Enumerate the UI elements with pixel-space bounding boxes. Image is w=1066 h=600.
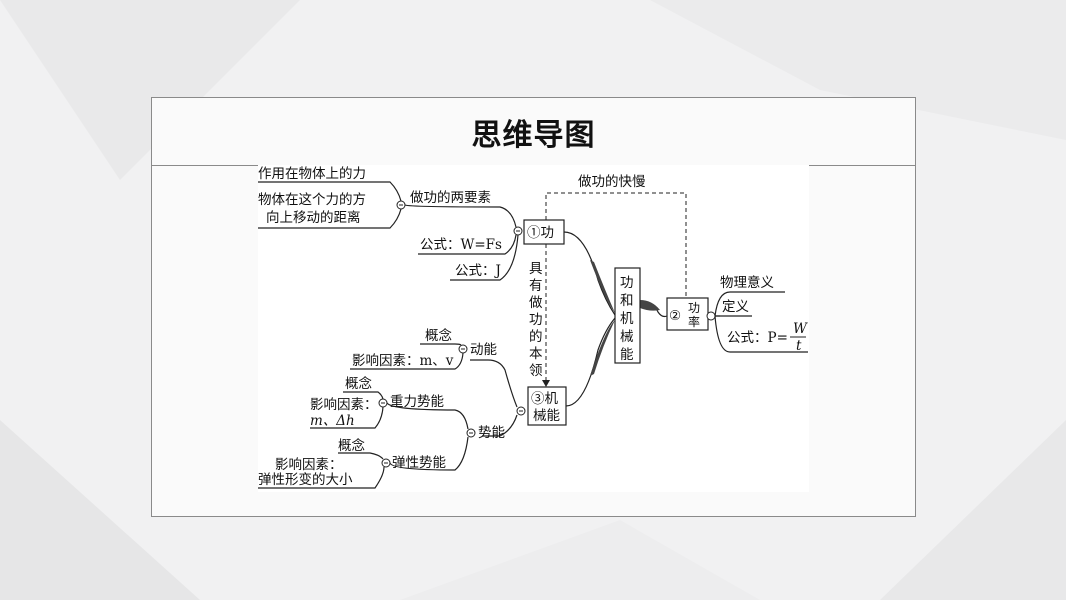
node-energy-label-2: 械能 (533, 408, 560, 424)
node-center-label: 功 和 机 械 能 (620, 275, 634, 363)
elastic-concept: 概念 (338, 437, 365, 454)
kinetic-label: 动能 (470, 342, 497, 358)
node-power-num: ② (669, 308, 681, 324)
node-work-box (523, 219, 565, 245)
potential-label: 势能 (478, 425, 505, 441)
collapse-icon (706, 311, 716, 321)
node-center-box (614, 267, 641, 364)
kinetic-factors: 影响因素：m、v (352, 353, 454, 369)
power-link-label: 做功的快慢 (578, 173, 646, 190)
power-formula-num: W (793, 321, 808, 337)
kinetic-concept: 概念 (425, 327, 452, 344)
work-factor-distance-2: 向上移动的距离 (266, 209, 361, 226)
node-power-bottom: 率 (688, 314, 700, 329)
svg-text:功: 功 (529, 312, 543, 328)
node-energy-box (527, 386, 567, 426)
svg-text:的: 的 (529, 329, 543, 345)
gravity-factors-2: m、Δh (310, 413, 355, 429)
connector-energy (590, 320, 615, 376)
svg-text:机: 机 (620, 311, 634, 327)
title-row: 思维导图 (152, 98, 915, 166)
power-formula-den: t (796, 338, 802, 354)
work-unit: 公式：J (455, 263, 501, 279)
svg-text:功: 功 (620, 275, 634, 291)
gravity-factors-1: 影响因素： (310, 397, 378, 413)
node-power-top: 功 (688, 301, 700, 315)
work-factor-distance-1: 物体在这个力的方 (258, 191, 366, 208)
energy-link-label: 具 有 做 功 的 本 领 (529, 261, 543, 379)
mind-map: 作用在物体上的力 物体在这个力的方 向上移动的距离 做功的两要素 公式：W=Fs… (258, 165, 809, 492)
gravity-concept: 概念 (345, 375, 372, 392)
svg-text:有: 有 (529, 278, 543, 294)
power-definition: 定义 (722, 299, 749, 315)
elastic-label: 弹性势能 (392, 455, 446, 471)
work-two-factors: 做功的两要素 (410, 190, 491, 206)
svg-text:做: 做 (529, 295, 543, 311)
slide-title: 思维导图 (471, 117, 596, 153)
work-factor-force: 作用在物体上的力 (258, 166, 366, 182)
svg-text:械: 械 (620, 329, 634, 345)
node-energy-label-1: ③机 (531, 391, 559, 407)
elastic-factors-1: 影响因素： (275, 457, 343, 473)
connector-work (590, 260, 615, 313)
svg-text:能: 能 (620, 347, 634, 363)
work-formula: 公式：W=Fs (420, 237, 502, 253)
svg-text:具: 具 (529, 261, 543, 277)
connector-power (640, 300, 660, 311)
svg-text:本: 本 (529, 346, 543, 362)
dashed-link-power (545, 192, 687, 298)
elastic-factors-2: 弹性形变的大小 (258, 472, 353, 488)
node-work-label: ①功 (527, 225, 554, 241)
svg-text:领: 领 (529, 363, 543, 379)
power-formula: 公式：P= (727, 330, 788, 346)
gravity-label: 重力势能 (390, 394, 444, 410)
svg-text:和: 和 (620, 293, 634, 309)
power-meaning: 物理意义 (720, 274, 774, 291)
node-power-box (666, 297, 709, 331)
